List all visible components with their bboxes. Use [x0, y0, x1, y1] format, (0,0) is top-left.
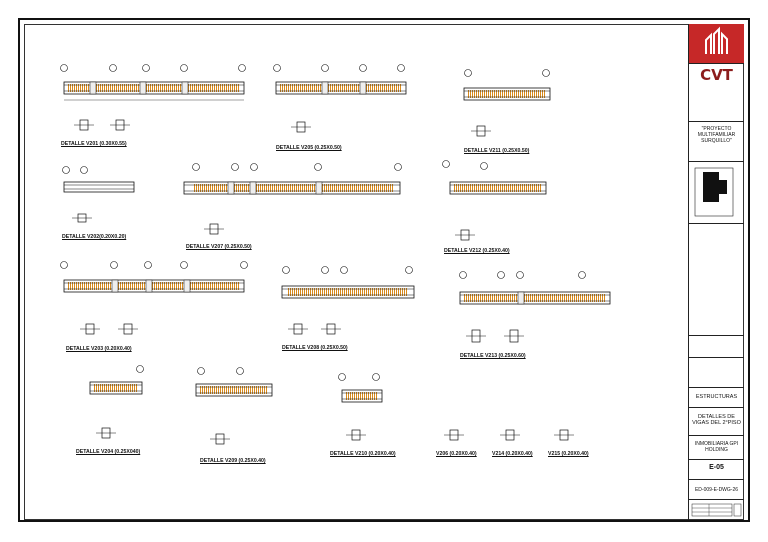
detail-caption-v214: V214 (0.20X0.40)	[492, 451, 533, 457]
beam-section-v203	[80, 323, 138, 335]
beam-drawings	[60, 64, 611, 445]
beam-elevation-v203	[60, 261, 248, 293]
detail-caption-v204: DETALLE V204 (0.25X040)	[76, 449, 141, 455]
beam-elevation-v202	[62, 166, 135, 193]
designer-cell	[689, 336, 744, 358]
detail-caption-v212: DETALLE V212 (0.25X0.40)	[444, 248, 510, 254]
reviewer-cell	[689, 358, 744, 388]
revision-grid	[691, 503, 742, 517]
project-name: "PROYECTO MULTIFAMILIAR SURQUILLO"	[697, 126, 736, 144]
beam-section-v204	[96, 427, 116, 439]
detail-caption-v205: DETALLE V205 (0.25X0.50)	[276, 145, 342, 151]
detail-caption-v210: DETALLE V210 (0.20X0.40)	[330, 451, 396, 457]
logo-mark-icon	[705, 26, 728, 54]
company-logo-text: CVT	[700, 66, 733, 84]
company-logo	[689, 24, 744, 64]
detail-caption-v213: DETALLE V213 (0.25X0.60)	[460, 353, 526, 359]
beam-section-v202	[72, 213, 92, 223]
detail-caption-v208: DETALLE V208 (0.25X0.50)	[282, 345, 348, 351]
beam-elevation-v208	[281, 266, 415, 299]
drawing-area: DETALLE V201 (0.30X0.55) DETALLE V205 (0…	[24, 24, 688, 520]
drawing-code-cell: ED-009-E-DWG-26	[689, 480, 744, 500]
beam-section-v213	[466, 329, 524, 343]
beam-section-v205	[291, 121, 311, 133]
detail-caption-v203: DETALLE V203 (0.20X0.40)	[66, 346, 132, 352]
project-name-cell: "PROYECTO MULTIFAMILIAR SURQUILLO"	[689, 122, 744, 162]
client-name: INMOBILIARIA GPI HOLDING	[694, 441, 739, 453]
key-plan-thumbnail	[694, 167, 734, 217]
client-cell: INMOBILIARIA GPI HOLDING	[689, 436, 744, 460]
beam-elevation-v201	[60, 64, 246, 101]
beam-section-v214	[500, 429, 520, 441]
detail-caption-v201: DETALLE V201 (0.30X0.55)	[61, 141, 127, 147]
revision-table	[689, 500, 744, 520]
beam-elevation-v207	[183, 163, 402, 195]
beam-elevation-v213	[459, 271, 611, 305]
detail-caption-v215: V215 (0.20X0.40)	[548, 451, 589, 457]
company-block: CVT	[689, 64, 744, 122]
beam-elevation-v211	[463, 69, 551, 101]
beam-elevation-v212	[442, 160, 547, 195]
drawing-frame	[24, 24, 744, 520]
sheet-number: E-05	[709, 464, 724, 471]
discipline-cell: ESTRUCTURAS	[689, 388, 744, 408]
detail-caption-v206: V206 (0.20X0.40)	[436, 451, 477, 457]
beam-section-v208	[288, 323, 341, 335]
sheet-title: DETALLES DE VIGAS DEL 2°PISO	[692, 414, 741, 426]
drawing-sheet-border	[18, 18, 750, 522]
beam-elevation-v209	[195, 367, 273, 397]
sheet-number-cell: E-05	[689, 460, 744, 480]
beam-elevation-v205	[273, 64, 407, 95]
detail-caption-v211: DETALLE V211 (0.25X0.50)	[464, 148, 530, 154]
beam-section-v206	[444, 429, 464, 441]
beam-section-v209	[210, 433, 230, 445]
beam-section-v212	[455, 229, 475, 241]
beam-section-v201	[74, 119, 130, 131]
notes-cell	[689, 224, 744, 336]
beam-section-v210	[346, 429, 366, 441]
sheet-title-cell: DETALLES DE VIGAS DEL 2°PISO	[689, 408, 744, 436]
detail-caption-v202: DETALLE V202(0.20X0.20)	[62, 234, 127, 240]
detail-caption-v207: DETALLE V207 (0.25X0.50)	[186, 244, 252, 250]
beam-section-v211	[471, 125, 491, 137]
beam-section-v215	[554, 429, 574, 441]
title-block: CVT "PROYECTO MULTIFAMILIAR SURQUILLO" E…	[688, 24, 744, 520]
detail-caption-v209: DETALLE V209 (0.25X0.40)	[200, 458, 266, 464]
drawing-code: ED-009-E-DWG-26	[694, 487, 739, 493]
discipline: ESTRUCTURAS	[695, 394, 738, 400]
beam-elevation-v210	[338, 373, 383, 403]
beam-section-v207	[204, 223, 224, 235]
key-plan-cell	[689, 162, 744, 224]
beam-elevation-v204	[89, 365, 144, 395]
